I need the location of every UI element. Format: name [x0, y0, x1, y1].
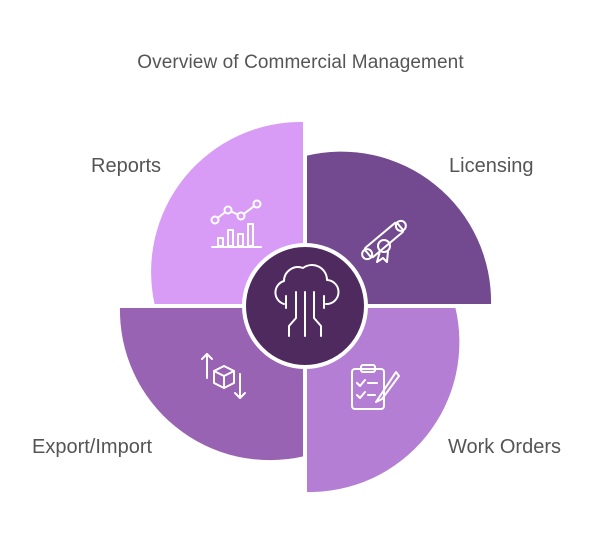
chart-icon [210, 199, 262, 248]
label-reports: Reports [91, 155, 162, 177]
label-export-import: Export/Import [32, 436, 153, 458]
diagram-title: Overview of Commercial Management [137, 52, 464, 73]
cloud-circuit-icon [274, 264, 340, 337]
label-licensing: Licensing [449, 155, 534, 177]
label-work-orders: Work Orders [448, 436, 561, 458]
clipboard-icon [351, 364, 400, 410]
diploma-icon [361, 219, 407, 263]
exchange-icon [201, 353, 246, 399]
